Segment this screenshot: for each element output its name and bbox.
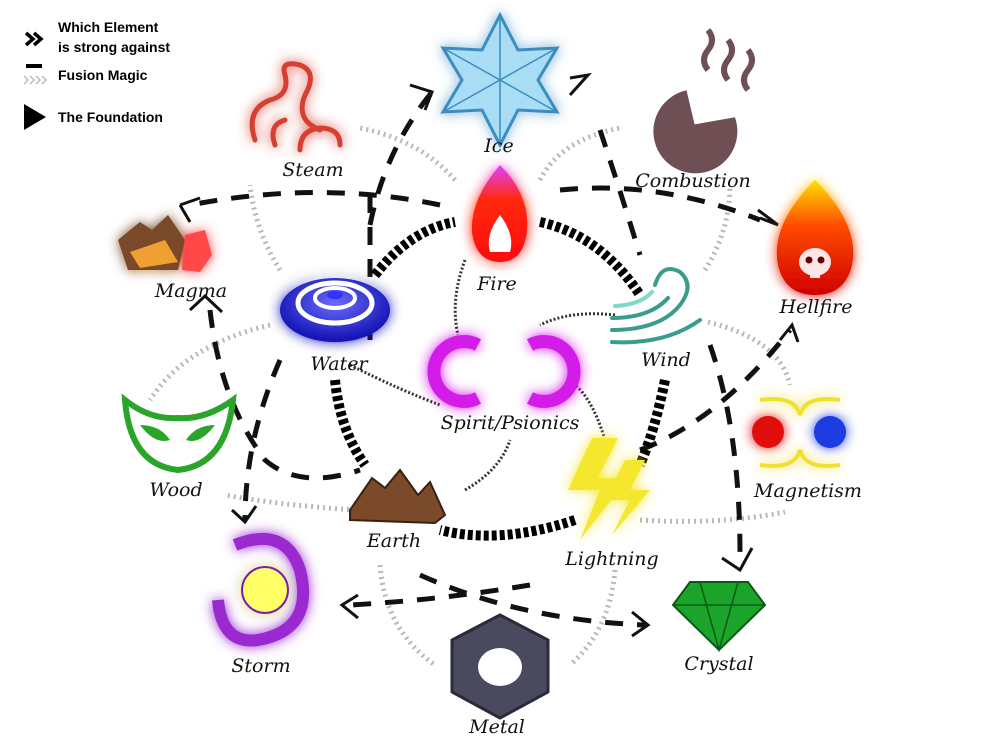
strong-links: [189, 90, 792, 628]
combustion-label: Combustion: [635, 170, 751, 192]
fusion-lightning-magnetism: [639, 509, 786, 524]
earth-label: Earth: [366, 530, 421, 552]
fire-icon: [471, 165, 528, 262]
strong-fire-magma: [189, 190, 441, 208]
wood-icon: [121, 393, 237, 474]
fusion-fire-combustion: [537, 125, 621, 182]
legend-fusion-label: Fusion Magic: [58, 67, 148, 83]
wind-icon: [610, 267, 702, 345]
strong-water-ice: [367, 90, 434, 226]
fire-label: Fire: [476, 273, 517, 295]
fusion-earth-metal: [377, 564, 437, 668]
magnetism-label: Magnetism: [753, 480, 862, 502]
strong-earth-crystal: [418, 572, 646, 628]
wood-label: Wood: [149, 479, 202, 501]
fusion-water-magma: [247, 184, 283, 272]
legend-fusion-icon: [23, 64, 48, 85]
spirit-icon: [427, 335, 581, 408]
strong-ice-wind: [597, 129, 643, 256]
spirit-links: [349, 259, 616, 492]
magnetism-icon: [752, 397, 846, 468]
spirit-link-earth: [464, 439, 512, 492]
strong-wind-crystal: [707, 344, 743, 556]
metal-icon: [450, 613, 550, 720]
foundation-fire-wind: [538, 217, 645, 298]
legend: Which Element is strong against Fusion M…: [23, 19, 170, 130]
legend-foundation-icon: [24, 104, 46, 130]
lightning-label: Lightning: [564, 548, 658, 570]
foundation-links: [330, 217, 670, 541]
hellfire-icon: [776, 180, 854, 295]
spirit-link-wind: [539, 312, 616, 327]
crystal-label: Crystal: [684, 653, 753, 675]
magma-label: Magma: [154, 280, 227, 302]
fusion-wind-hellfire: [702, 184, 733, 272]
magma-icon: [118, 215, 212, 272]
foundation-water-earth: [330, 379, 370, 468]
strong-lightning-hellfire: [639, 328, 792, 453]
crystal-icon: [671, 581, 767, 653]
earth-icon: [349, 468, 447, 525]
foundation-wind-lightning: [635, 379, 670, 467]
lightning-icon: [568, 438, 650, 540]
storm-icon: [212, 532, 310, 647]
fusion-lightning-metal: [568, 569, 618, 667]
legend-strong-icon: [24, 31, 44, 47]
metal-label: Metal: [468, 716, 525, 738]
foundation-water-fire: [371, 217, 456, 279]
combustion-icon: [653, 28, 755, 174]
steam-icon: [249, 61, 343, 153]
storm-label: Storm: [231, 655, 290, 677]
strong-magma-earth: [207, 309, 361, 481]
strong-arrowheads: [178, 72, 800, 638]
legend-foundation-label: The Foundation: [58, 109, 163, 125]
water-label: Water: [310, 353, 369, 375]
ice-label: Ice: [483, 135, 513, 157]
foundation-lightning-earth: [438, 515, 577, 541]
spirit-label: Spirit/Psionics: [441, 412, 580, 434]
legend-strong-label-1: Which Element: [58, 19, 159, 35]
fusion-water-wood: [147, 322, 271, 402]
spirit-link-fire: [453, 259, 467, 336]
hellfire-label: Hellfire: [779, 296, 853, 318]
strong-combustion-hellfire: [559, 185, 761, 223]
ice-icon: [440, 11, 560, 149]
fusion-links: [147, 125, 793, 668]
spirit-link-lightning: [564, 376, 607, 441]
water-icon: [280, 278, 390, 342]
legend-strong-label-2: is strong against: [58, 39, 170, 55]
steam-label: Steam: [282, 159, 343, 181]
fusion-fire-steam: [359, 125, 457, 182]
wind-label: Wind: [641, 349, 691, 371]
spirit-link-water: [349, 363, 441, 407]
strong-earth-storm: [349, 582, 531, 608]
